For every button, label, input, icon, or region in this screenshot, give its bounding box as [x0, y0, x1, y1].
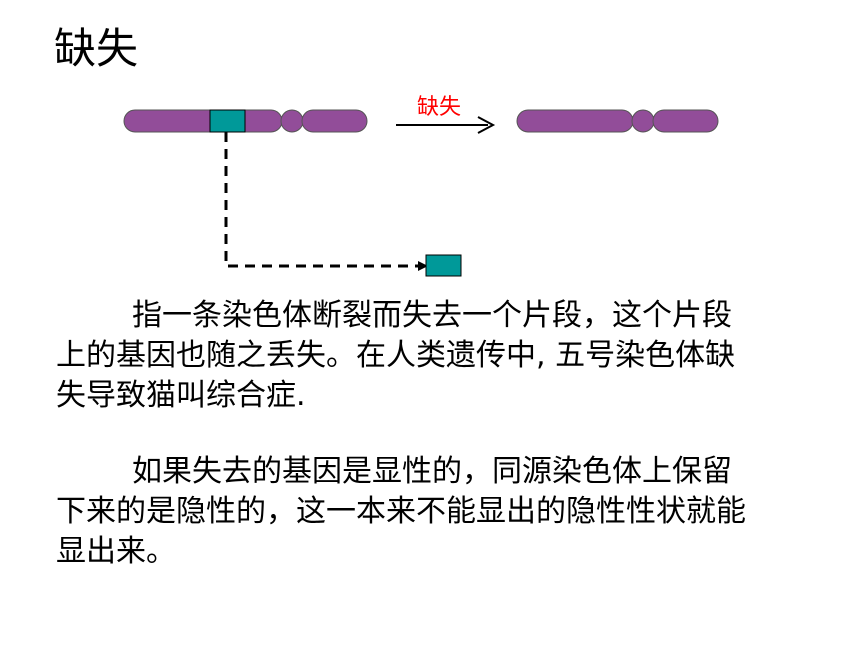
original-chromosome: [123, 109, 368, 133]
detached-segment: [425, 254, 462, 277]
paragraph-explanation: 如果失去的基因是显性的，同源染色体上保留下来的是隐性的，这一本来不能显出的隐性性…: [56, 452, 756, 572]
original-short-arm: [301, 109, 368, 133]
original-long-arm: [123, 109, 283, 133]
resulting-long-arm: [516, 109, 634, 133]
deleted-segment: [209, 109, 246, 133]
dashed-arrowhead: [418, 261, 428, 271]
resulting-chromosome: [516, 109, 719, 133]
resulting-short-arm: [652, 109, 719, 133]
dashed-removal-path: [224, 132, 420, 268]
paragraph-explanation-text: 如果失去的基因是显性的，同源染色体上保留下来的是隐性的，这一本来不能显出的隐性性…: [56, 454, 746, 569]
paragraph-definition: 指一条染色体断裂而失去一个片段，这个片段上的基因也随之丢失。在人类遗传中, 五号…: [56, 296, 756, 416]
deletion-diagram: 缺失: [123, 95, 719, 277]
slide-title: 缺失: [54, 24, 139, 73]
transform-arrow-head: [477, 116, 496, 134]
arrow-label: 缺失: [417, 95, 461, 120]
original-centromere: [280, 109, 304, 133]
paragraph-definition-text: 指一条染色体断裂而失去一个片段，这个片段上的基因也随之丢失。在人类遗传中, 五号…: [56, 298, 736, 413]
resulting-centromere: [631, 109, 655, 133]
